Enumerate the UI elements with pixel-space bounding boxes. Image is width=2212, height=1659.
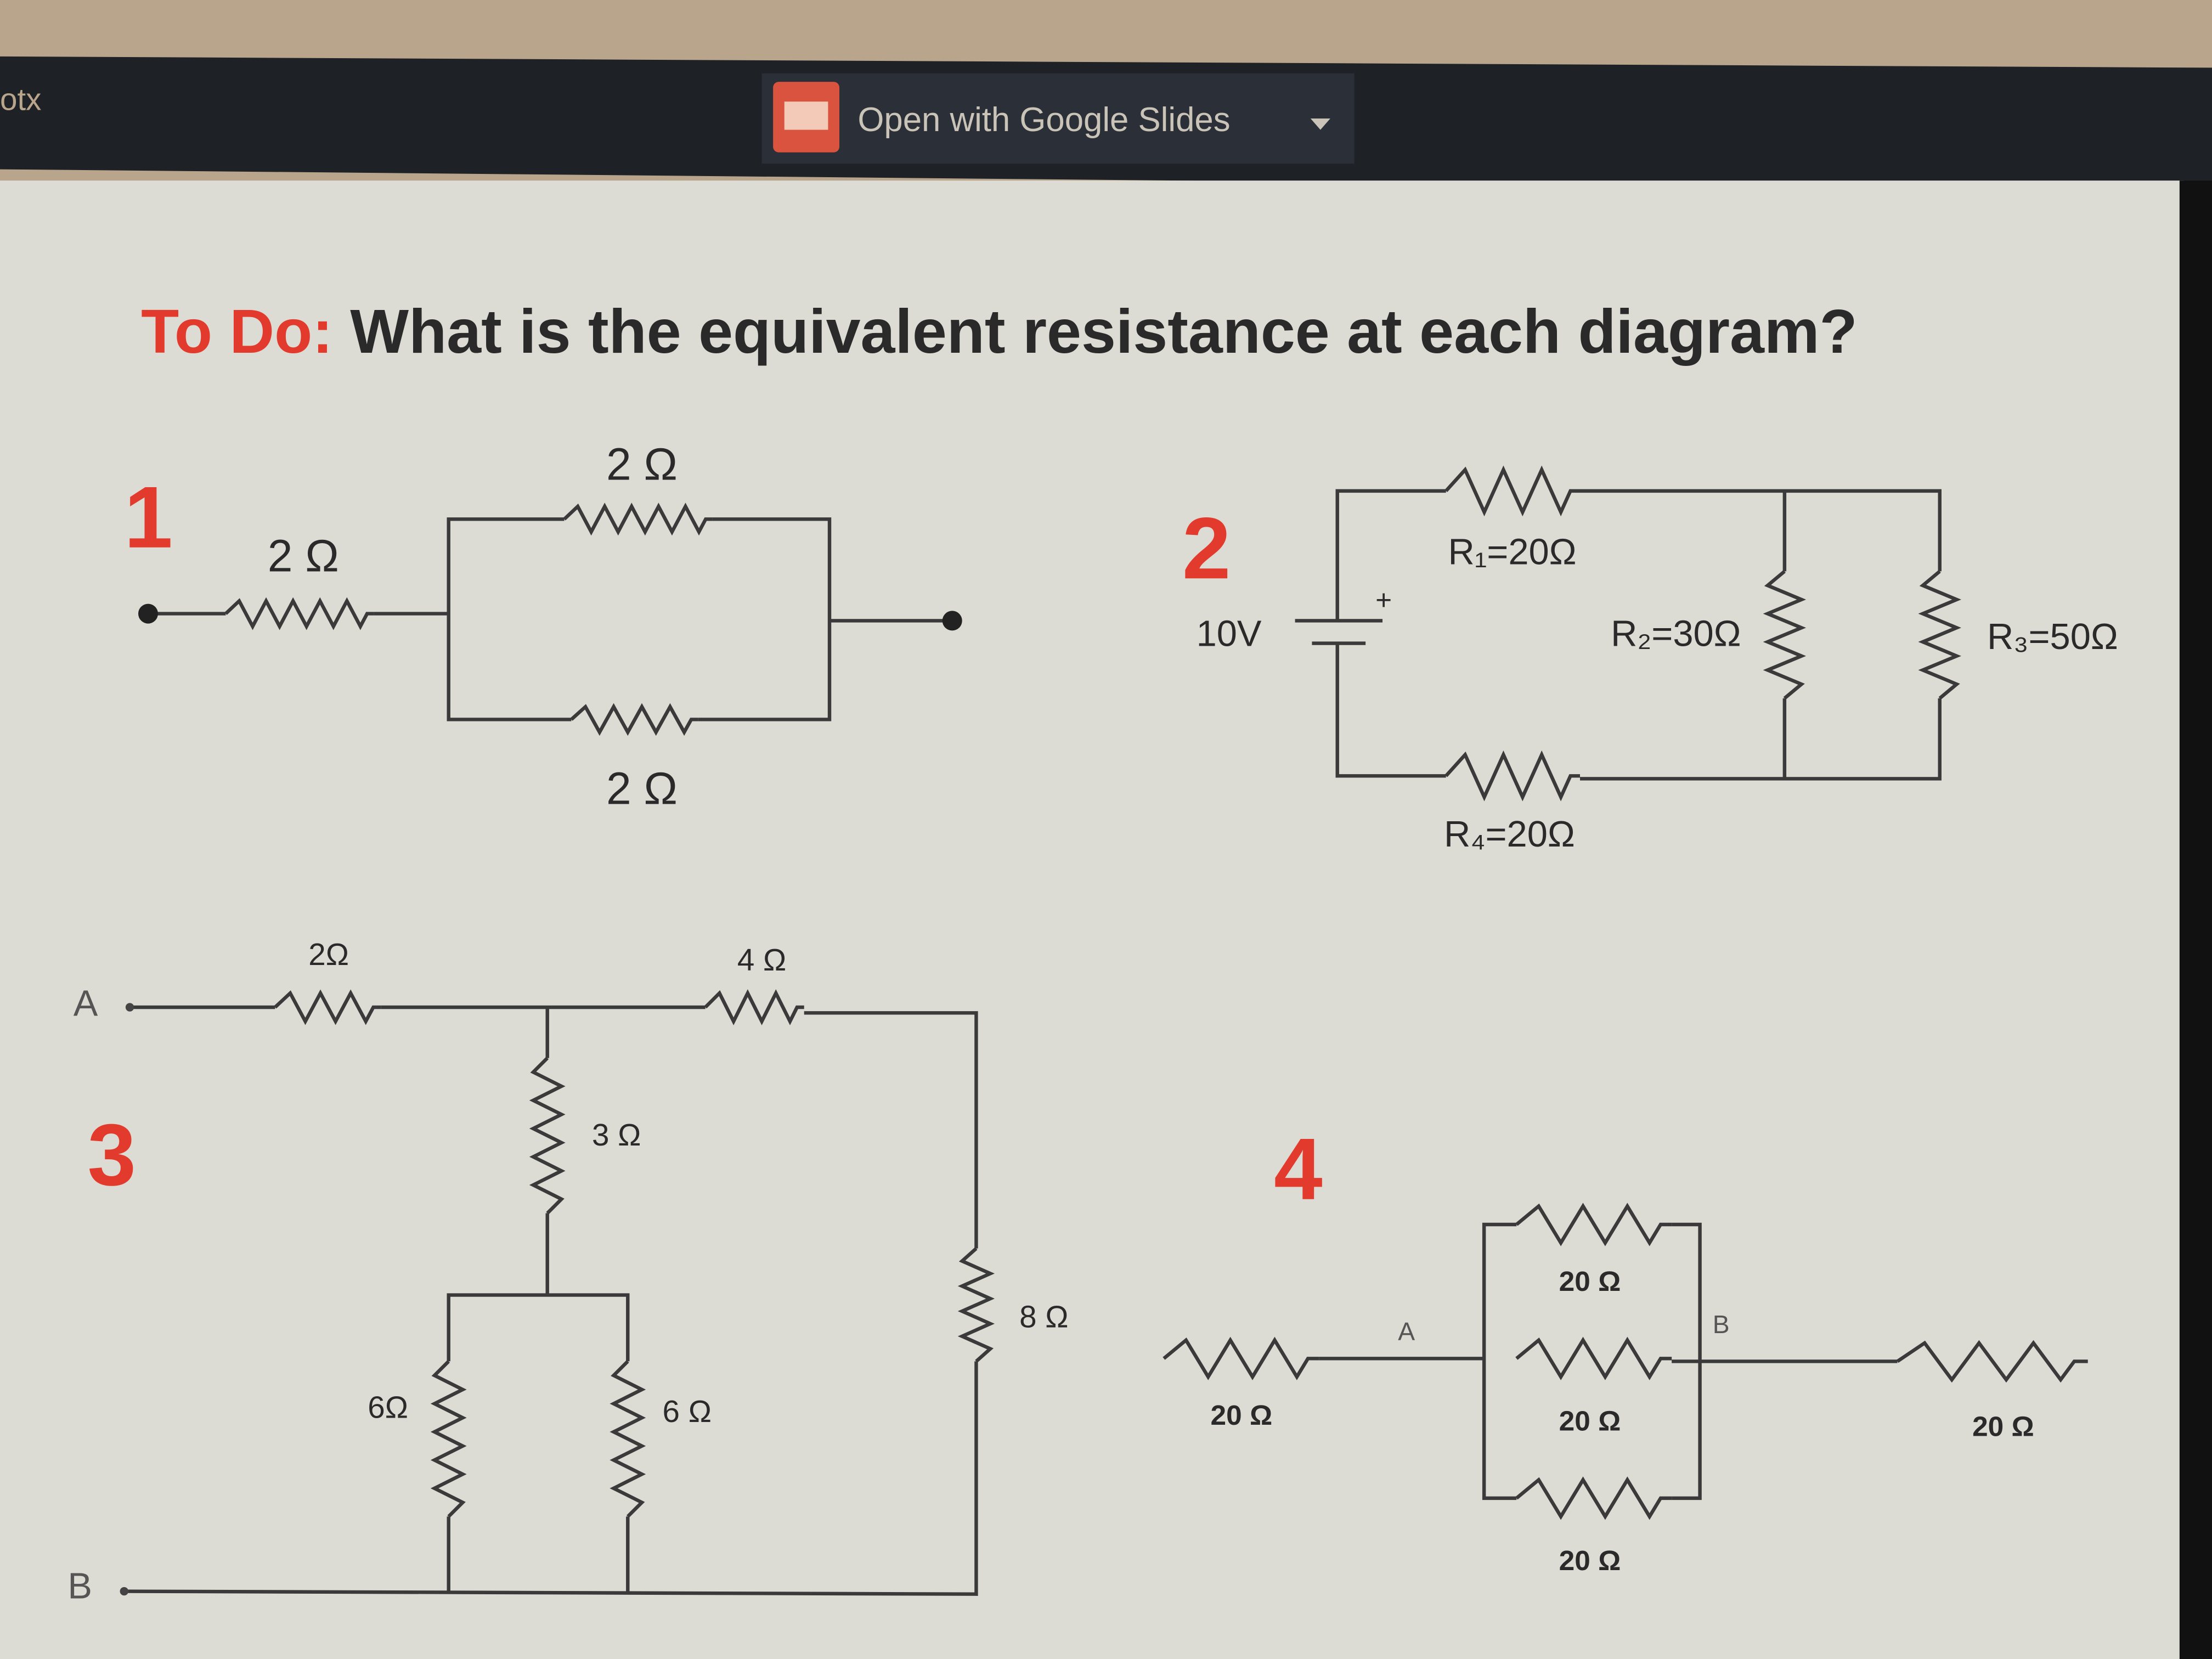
- wire: [1580, 698, 1942, 781]
- label: 2 Ω: [268, 531, 339, 581]
- resistor: [430, 1360, 467, 1518]
- resistor: [1918, 569, 1961, 700]
- slide: [0, 180, 2184, 1659]
- node-b: B: [1713, 1310, 1730, 1339]
- resistor: [1515, 1336, 1672, 1380]
- label: R₄=20Ω: [1444, 814, 1575, 855]
- resistor: [1444, 465, 1580, 517]
- label: 4 Ω: [737, 943, 786, 977]
- label: 20 Ω: [1559, 1265, 1621, 1297]
- wire: [804, 1011, 978, 1249]
- diagram-3-number: 3: [87, 1106, 136, 1204]
- node-b: B: [67, 1565, 92, 1606]
- resistor: [704, 989, 804, 1025]
- file-extension: otx: [0, 82, 41, 117]
- wire: [447, 1293, 630, 1362]
- diagram-4-number: 4: [1274, 1120, 1323, 1218]
- wire: [1580, 489, 1942, 572]
- label: R₁=20Ω: [1448, 532, 1576, 573]
- label: 20 Ω: [1211, 1399, 1273, 1431]
- resistor: [274, 989, 381, 1025]
- resistor: [563, 503, 713, 536]
- wire: [447, 517, 572, 721]
- label: 20 Ω: [1972, 1410, 2034, 1442]
- node-a: A: [74, 983, 98, 1024]
- resistor: [1763, 569, 1807, 700]
- label: R₂=30Ω: [1611, 613, 1741, 654]
- resistor: [570, 703, 698, 736]
- slide-title: To Do: What is the equivalent resistance…: [141, 297, 1857, 366]
- open-with-label: Open with Google Slides: [857, 101, 1230, 139]
- resistor: [1896, 1340, 2088, 1383]
- resistor: [1515, 1203, 1672, 1246]
- caret-down-icon[interactable]: [1310, 119, 1330, 130]
- resistor: [529, 1057, 566, 1215]
- diagram-1-number: 1: [124, 469, 173, 566]
- resistor: [610, 1360, 646, 1518]
- wire: [1335, 489, 1446, 621]
- label: 2 Ω: [606, 439, 678, 489]
- diagram-2-number: 2: [1182, 499, 1231, 597]
- open-with-google-slides-button[interactable]: Open with Google Slides: [761, 73, 1355, 164]
- label: R₃=50Ω: [1987, 616, 2118, 657]
- label: 2 Ω: [606, 764, 678, 814]
- wire: [1335, 642, 1446, 778]
- terminal-right: [942, 611, 962, 631]
- wire: [124, 1361, 978, 1596]
- source-label: 10V: [1197, 613, 1262, 654]
- resistor: [1163, 1336, 1319, 1380]
- resistor: [1444, 750, 1580, 802]
- wire: [1482, 1222, 1517, 1500]
- label: 3 Ω: [592, 1118, 641, 1152]
- label: 2Ω: [308, 937, 349, 972]
- resistor: [957, 1247, 995, 1363]
- plus-label: +: [1375, 584, 1392, 616]
- resistor: [224, 597, 374, 630]
- terminal-left: [138, 603, 158, 624]
- label: 6 Ω: [663, 1394, 712, 1429]
- resistor: [1515, 1476, 1672, 1520]
- label: 20 Ω: [1559, 1544, 1621, 1576]
- label: 20 Ω: [1559, 1404, 1621, 1436]
- node-a: A: [1398, 1317, 1415, 1346]
- circuit-wires: [124, 465, 2088, 1596]
- label: 8 Ω: [1019, 1300, 1068, 1334]
- label: 6Ω: [368, 1390, 408, 1424]
